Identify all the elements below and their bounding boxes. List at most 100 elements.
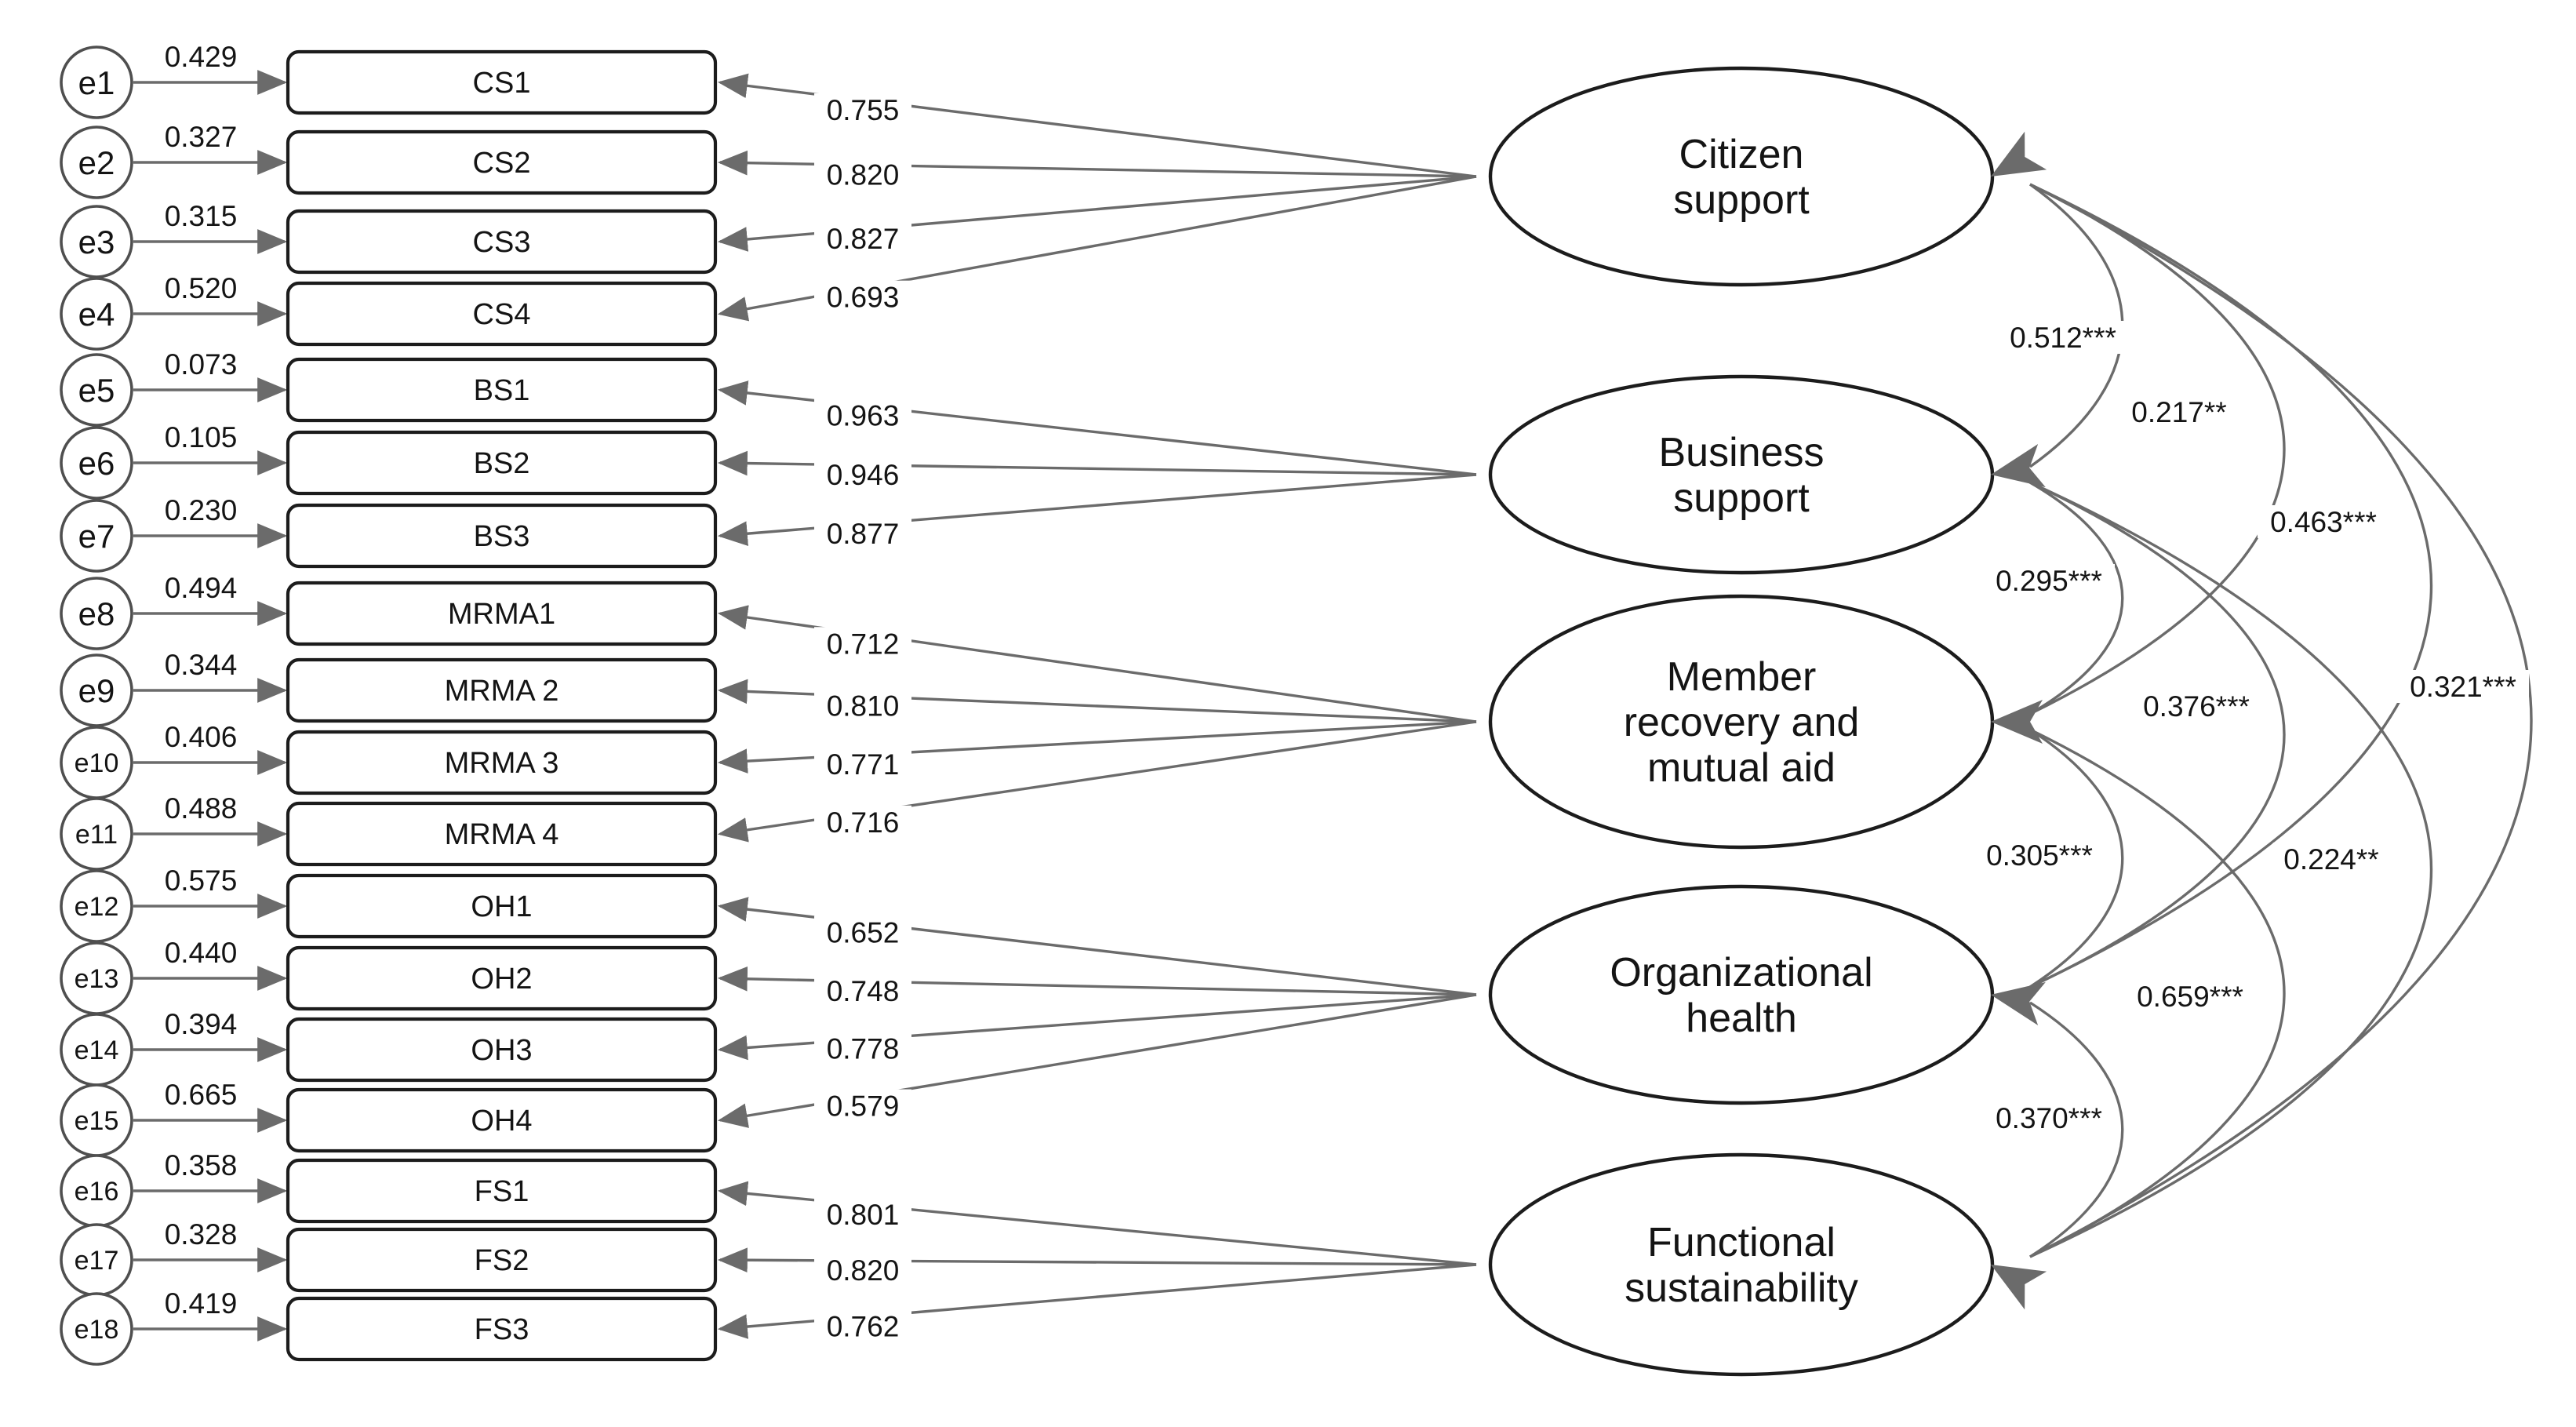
indicator-box-CS3 — [286, 209, 718, 275]
indicator-box-label-MRMA2: MRMA 2 — [445, 675, 559, 708]
indicator-box-OH1 — [286, 873, 718, 939]
error-circle-e7 — [60, 499, 133, 573]
covariance-label-bs-fs: 0.224** — [2283, 843, 2378, 875]
covariance-label-bg-cs-fs — [2397, 670, 2529, 703]
indicator-box-OH2 — [286, 945, 718, 1011]
loading-label-bg-BS3 — [814, 517, 911, 551]
covariance-arrowhead-cs — [1991, 131, 2047, 177]
covariance-label-mrma-oh: 0.305*** — [1986, 839, 2093, 872]
error-variance-label-e8: 0.494 — [165, 572, 238, 604]
covariance-arc-mrma-fs — [2029, 728, 2286, 1258]
error-variance-label-e9: 0.344 — [165, 649, 238, 681]
factor-label-bs-line2: support — [1673, 475, 1810, 521]
loading-label-CS4: 0.693 — [827, 282, 900, 314]
loading-label-CS2: 0.820 — [827, 158, 900, 191]
loading-label-bg-BS1 — [814, 399, 911, 432]
loading-label-bg-CS2 — [814, 158, 911, 191]
error-circle-label-e14: e14 — [75, 1036, 119, 1065]
covariance-arc-cs-fs — [2029, 183, 2533, 1258]
error-circle-label-e15: e15 — [75, 1106, 119, 1136]
factor-label-fs-line2: sustainability — [1625, 1265, 1858, 1311]
error-circle-e3 — [60, 205, 133, 278]
loading-label-OH1: 0.652 — [827, 917, 900, 949]
indicator-box-MRMA3 — [286, 730, 718, 795]
loading-label-BS1: 0.963 — [827, 400, 900, 432]
error-variance-label-e11: 0.488 — [165, 792, 238, 825]
error-circle-label-e11: e11 — [75, 820, 118, 850]
loading-label-bg-FS2 — [814, 1254, 911, 1287]
loading-label-FS1: 0.801 — [827, 1199, 900, 1231]
indicator-box-label-OH4: OH4 — [471, 1105, 532, 1138]
indicator-box-CS2 — [286, 129, 718, 195]
indicator-box-MRMA2 — [286, 657, 718, 723]
loading-label-bg-OH4 — [814, 1089, 911, 1123]
covariance-arrowheads-layer — [1991, 131, 2047, 1310]
covariance-label-bg-mrma-oh — [1974, 839, 2105, 872]
indicator-box-label-CS2: CS2 — [473, 147, 531, 180]
indicator-box-CS1 — [286, 49, 718, 115]
factor-label-oh-line1: Organizational — [1610, 950, 1872, 996]
indicator-box-label-OH2: OH2 — [471, 963, 532, 996]
factor-ellipse-cs — [1488, 66, 1995, 287]
loading-label-MRMA1: 0.712 — [827, 628, 900, 660]
error-circle-label-e16: e16 — [75, 1177, 119, 1207]
error-circle-label-e8: e8 — [78, 595, 115, 632]
error-circle-e12 — [60, 869, 133, 943]
covariance-arc-oh-fs — [2029, 1001, 2124, 1258]
covariance-label-bg-cs-bs — [1997, 321, 2129, 354]
indicator-box-label-OH1: OH1 — [471, 890, 532, 923]
covariance-label-bs-oh: 0.376*** — [2143, 690, 2250, 723]
error-variance-label-e14: 0.394 — [165, 1008, 238, 1040]
error-circle-label-e4: e4 — [78, 296, 115, 333]
loading-label-bg-OH3 — [814, 1032, 911, 1065]
covariance-label-bg-cs-oh — [2258, 505, 2389, 538]
loading-label-bg-MRMA1 — [814, 627, 911, 661]
loading-label-MRMA4: 0.716 — [827, 806, 900, 839]
error-circle-e2 — [60, 126, 133, 199]
covariance-arc-mrma-oh — [2029, 728, 2124, 988]
loading-label-CS1: 0.755 — [827, 94, 900, 126]
error-variance-label-e16: 0.358 — [165, 1149, 238, 1181]
indicator-box-FS3 — [286, 1296, 718, 1362]
covariance-label-bg-bs-mrma — [1983, 564, 2115, 597]
covariance-label-bs-mrma: 0.295*** — [1996, 565, 2102, 597]
error-circle-e5 — [60, 353, 133, 427]
indicator-box-label-FS1: FS1 — [475, 1175, 529, 1208]
error-variance-label-e3: 0.315 — [165, 200, 238, 232]
error-circle-e9 — [60, 653, 133, 727]
error-variance-label-e10: 0.406 — [165, 721, 238, 753]
indicator-box-OH4 — [286, 1087, 718, 1153]
error-variance-label-e18: 0.419 — [165, 1287, 238, 1320]
error-circle-label-e5: e5 — [78, 372, 115, 409]
loading-label-bg-BS2 — [814, 457, 911, 491]
factor-ellipse-fs — [1488, 1152, 1995, 1377]
covariance-arc-bs-oh — [2029, 481, 2286, 988]
covariance-label-cs-bs: 0.512*** — [2010, 322, 2116, 354]
loading-label-FS2: 0.820 — [827, 1254, 900, 1287]
covariance-label-cs-mrma: 0.217** — [2131, 396, 2226, 428]
error-circle-label-e6: e6 — [78, 445, 115, 482]
covariance-arc-bs-fs — [2029, 481, 2433, 1258]
indicator-box-BS3 — [286, 503, 718, 569]
covariance-label-bg-mrma-fs — [2124, 980, 2256, 1013]
loading-label-bg-CS1 — [814, 93, 911, 126]
loading-label-bg-FS1 — [814, 1197, 911, 1231]
error-circle-label-e2: e2 — [78, 144, 115, 181]
error-variance-label-e2: 0.327 — [165, 121, 238, 153]
loading-label-bg-CS3 — [814, 222, 911, 256]
indicator-box-label-BS3: BS3 — [474, 520, 530, 553]
indicator-box-FS1 — [286, 1158, 718, 1224]
indicator-box-label-FS2: FS2 — [475, 1244, 529, 1277]
indicator-box-label-MRMA3: MRMA 3 — [445, 747, 559, 780]
covariance-arrowhead-fs — [1991, 1265, 2047, 1310]
error-circle-e8 — [60, 577, 133, 650]
indicator-box-FS2 — [286, 1227, 718, 1293]
error-variance-label-e12: 0.575 — [165, 865, 238, 897]
covariance-label-mrma-fs: 0.659*** — [2137, 981, 2243, 1013]
loading-label-bg-OH1 — [814, 916, 911, 949]
loading-label-MRMA2: 0.810 — [827, 690, 900, 723]
indicator-box-CS4 — [286, 281, 718, 347]
